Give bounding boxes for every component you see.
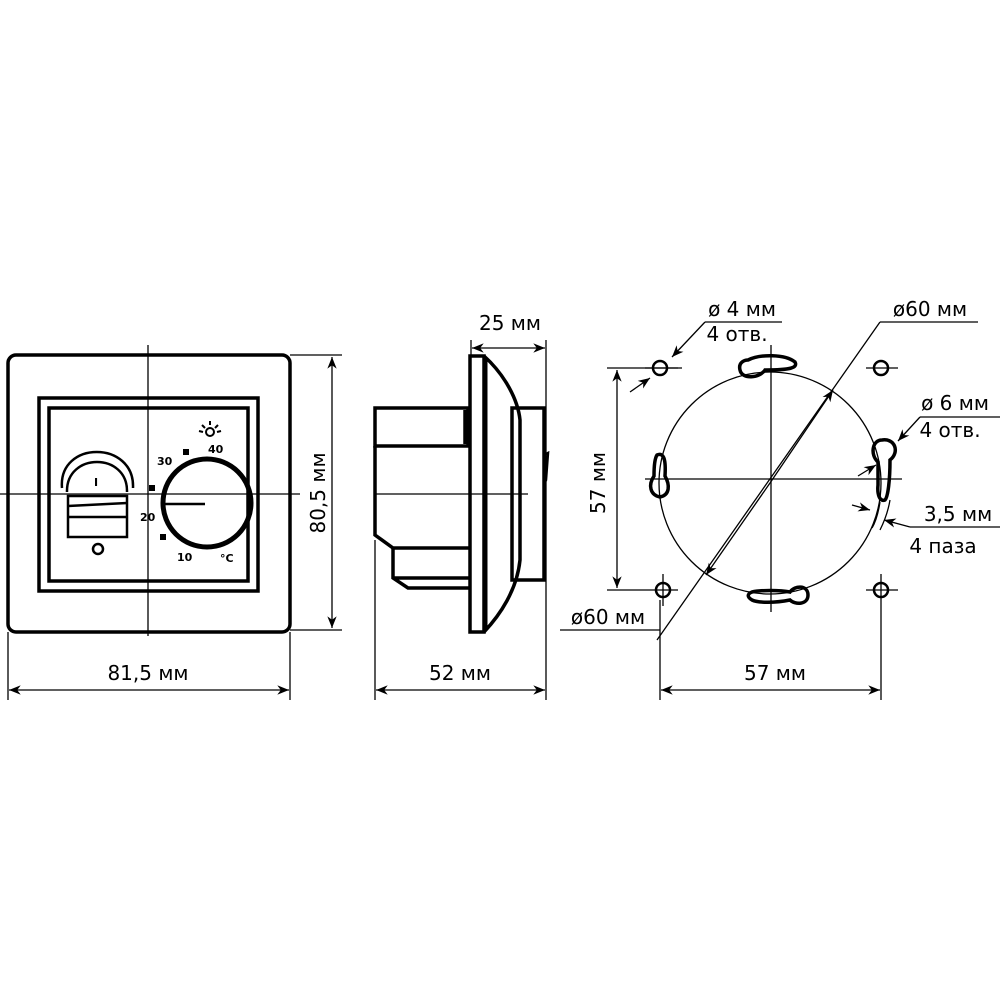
switch-on-label: I [94, 476, 98, 489]
dim-circle-top-label: ø60 мм [893, 297, 967, 321]
mount-view: 57 мм 57 мм ø60 мм ø60 мм ø 4 мм 4 отв. … [560, 297, 1000, 700]
dial-label-30: 30 [157, 455, 173, 468]
dial-label-20: 20 [140, 511, 156, 524]
front-view: I 30 40 20 10 °C 81,5 мм 80,5 мм [0, 345, 342, 700]
dim-depth-label: 52 мм [429, 661, 491, 685]
dim-vertical-label: 57 мм [586, 452, 610, 514]
dim-hole-small-label: ø 4 мм [708, 297, 776, 321]
dim-height-label: 80,5 мм [306, 452, 330, 533]
keyhole-slots [648, 354, 898, 606]
heating-sun-icon [198, 421, 222, 437]
off-symbol-icon [91, 542, 105, 556]
switch-rocker [60, 450, 135, 556]
dim-hole-large-count: 4 отв. [919, 418, 980, 442]
dim-protrusion-label: 25 мм [479, 311, 541, 335]
dial-label-40: 40 [208, 443, 224, 456]
dim-circle-bottom-label: ø60 мм [571, 605, 645, 629]
dial-label-10: 10 [177, 551, 193, 564]
mounting-circle [658, 371, 882, 595]
dim-hole-small-count: 4 отв. [706, 322, 767, 346]
dim-slot-label: 3,5 мм [924, 502, 992, 526]
tick-mark [160, 534, 166, 540]
dim-horizontal-label: 57 мм [744, 661, 806, 685]
dim-hole-large-label: ø 6 мм [921, 391, 989, 415]
dial-unit-label: °C [220, 552, 234, 565]
dim-slot-count: 4 паза [909, 534, 976, 558]
tick-mark [183, 449, 189, 455]
side-view: 52 мм 25 мм [373, 311, 550, 700]
dim-width-label: 81,5 мм [107, 661, 188, 685]
tick-mark [149, 485, 155, 491]
